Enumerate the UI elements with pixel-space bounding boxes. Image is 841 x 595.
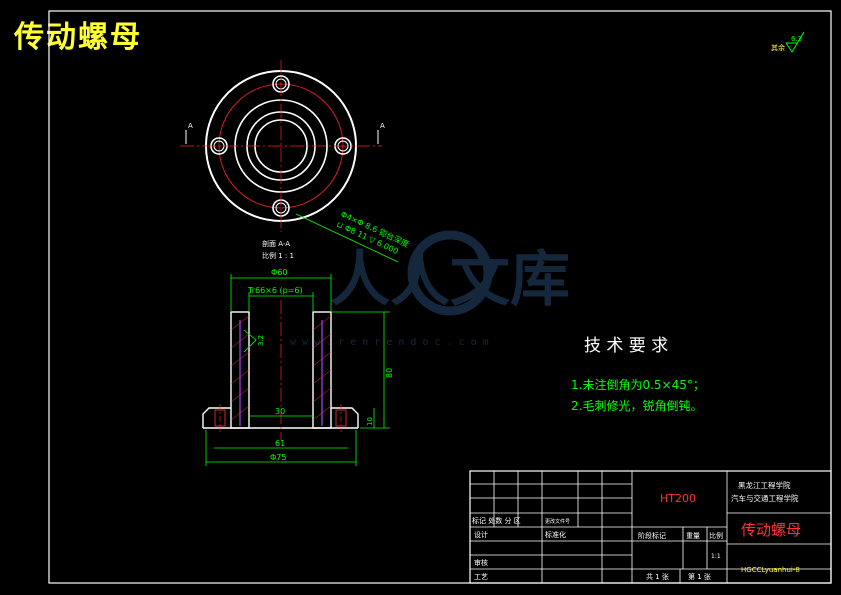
tb-sheet-no: 第 1 张 — [688, 572, 711, 581]
tb-ratio: 比例 — [709, 531, 723, 540]
dim-base-height: 10 — [366, 417, 374, 426]
tb-check: 审核 — [474, 558, 488, 567]
dim-thread: Tr66×6 (p=6) — [247, 286, 303, 295]
dim-height: 80 — [385, 368, 394, 378]
tb-standard: 标准化 — [545, 530, 566, 539]
dim-bore: 30 — [275, 407, 285, 416]
flange-base — [202, 407, 231, 428]
tech-requirements: 技 术 要 求 1.未注倒角为0.5×45°； 2.毛刺修光，锐角倒钝。 — [571, 336, 705, 413]
tb-ratio-value: 1:1 — [711, 553, 721, 560]
tech-req-1: 1.未注倒角为0.5×45°； — [571, 377, 705, 392]
tb-sheets-total: 共 1 张 — [646, 572, 669, 581]
scale-label: 比例 1 : 1 — [262, 251, 294, 260]
tb-weight: 重量 — [686, 532, 700, 540]
drawing-title: 传动螺母 — [14, 20, 142, 55]
section-label-left: A — [188, 122, 193, 130]
tb-part-name: 传动螺母 — [741, 521, 801, 539]
tb-process: 工艺 — [474, 573, 488, 581]
dim-61: 61 — [275, 439, 285, 448]
tb-row-marks-2: 更改文件号 — [545, 518, 570, 525]
drawing-border — [48, 10, 832, 584]
section-label-right: A — [380, 122, 385, 130]
dim-top-diameter: Φ60 — [271, 268, 287, 277]
watermark-brand: 人人文库 — [330, 245, 570, 315]
watermark-url: w w w . r e n r e n d o c . c o m — [290, 337, 489, 348]
dim-outer: Φ75 — [270, 453, 286, 462]
top-view: A A Φ4×Φ 8.6 锪台深度 ⊔ Φ8 11 ▽ 6.000 — [180, 60, 411, 263]
tb-school-1: 黑龙江工程学院 — [738, 480, 791, 490]
section-title: 剖面 A-A — [262, 239, 290, 248]
roughness-symbol: 其余 6.3 — [771, 31, 805, 53]
tb-material: HT200 — [660, 492, 696, 505]
roughness-value: 6.3 — [791, 35, 802, 43]
title-block-text: HT200 黑龙江工程学院 汽车与交通工程学院 传动螺母 HGCCLyuanhu… — [472, 480, 801, 581]
section-view: 剖面 A-A 比例 1 : 1 — [202, 239, 394, 466]
dim-chamfer: 3.2 — [257, 335, 265, 346]
tb-drawing-no: HGCCLyuanhui-8 — [741, 566, 800, 574]
watermark: 人人文库 w w w . r e n r e n d o c . c o m — [290, 230, 570, 348]
tb-design: 设计 — [474, 530, 488, 539]
title-block — [469, 470, 832, 584]
tech-heading: 技 术 要 求 — [584, 336, 668, 356]
tb-school-2: 汽车与交通工程学院 — [731, 493, 799, 503]
tech-req-2: 2.毛刺修光，锐角倒钝。 — [571, 398, 702, 413]
roughness-note: 其余 — [771, 43, 785, 52]
tb-row-marks: 标记 处数 分 区 — [472, 516, 521, 525]
tb-stage-mark: 阶段标记 — [638, 531, 666, 540]
